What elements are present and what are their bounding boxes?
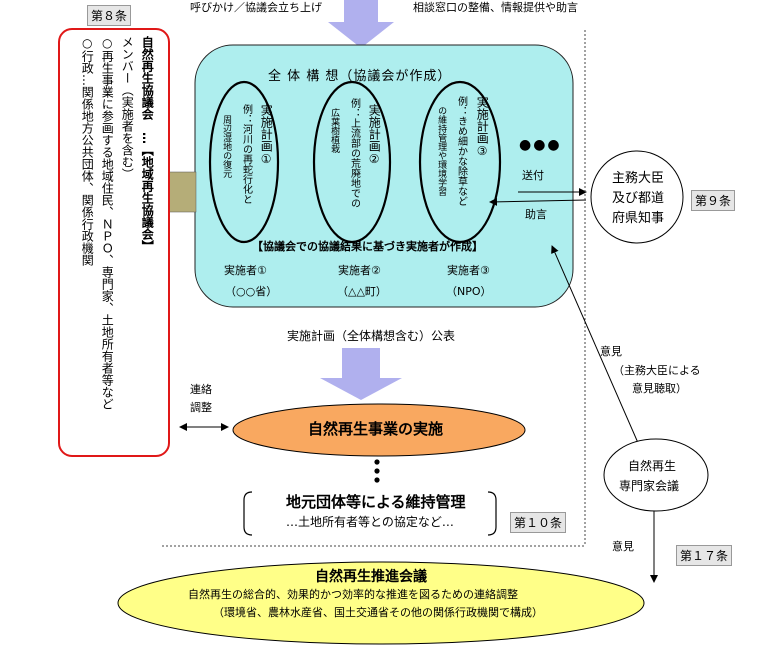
plan-2-example: 例：上流部の荒廃地での — [348, 98, 360, 208]
opinion-label: 意見 — [600, 345, 622, 358]
plan-1-title: 実施計画① — [259, 104, 274, 166]
maintenance-bracket-left — [243, 491, 253, 536]
plan-3-detail: の維持管理や環境学習 — [436, 106, 447, 196]
minister-line-1: 主務大臣 — [612, 171, 665, 186]
header-left-note: 呼びかけ／協議会立ち上げ — [190, 1, 322, 14]
maintenance-article: 第１０条 — [510, 512, 567, 533]
plan-2-detail: 広葉樹植栽 — [329, 108, 340, 153]
council-connector — [167, 171, 197, 213]
header-right-note: 相談窓口の整備、情報提供や助言 — [413, 1, 578, 14]
plan-3-example: 例：きめ細かな除草など — [455, 96, 467, 206]
minister-line-2: 及び都道 — [612, 191, 665, 206]
expert-line-1: 自然再生 — [628, 459, 677, 473]
opinion-sub-2: 意見聴取） — [632, 382, 687, 395]
plan-3-title: 実施計画③ — [475, 96, 490, 158]
council-box — [58, 28, 170, 457]
publish-arrow — [320, 348, 402, 400]
implementer-3-name: 実施者③ — [447, 264, 490, 277]
expert-line-2: 専門家会議 — [619, 479, 680, 493]
maintenance-bracket-right — [487, 491, 497, 536]
promotion-line-1: 自然再生の総合的、効果的かつ効率的な推進を図るための連絡調整 — [188, 588, 518, 601]
plan-ellipse-2 — [312, 80, 392, 244]
implementer-1-org: （○○省） — [225, 285, 278, 298]
opinion2-label: 意見 — [612, 540, 634, 553]
plan-ellipse-1 — [208, 80, 280, 244]
plan-2-title: 実施計画② — [367, 104, 382, 166]
plan-ellipse-3 — [418, 80, 502, 244]
maintenance-title: 地元団体等による維持管理 — [286, 493, 466, 511]
top-down-arrow — [328, 0, 394, 48]
plan-dots: ●●● — [519, 137, 562, 153]
advice-label: 助言 — [525, 208, 547, 221]
implementation-label: 自然再生事業の実施 — [308, 420, 444, 438]
plan-1-detail: 周辺湿地の復元 — [221, 115, 232, 178]
minister-circle — [590, 150, 684, 244]
implementation-ellipse — [232, 403, 526, 457]
implementer-3-org: （NPO） — [446, 285, 492, 298]
promotion-ellipse — [117, 561, 645, 645]
plan-panel-title: 全 体 構 想（協議会が作成） — [268, 69, 452, 84]
plan-footer: 【協議会での協議結果に基づき実施者が作成】 — [252, 240, 483, 253]
implementer-1-name: 実施者① — [224, 264, 267, 277]
liaison-line-1: 連絡 — [190, 383, 212, 396]
implementer-2-org: （△△町） — [337, 285, 387, 298]
plan-1-example: 例：河川の再蛇行化と — [240, 104, 252, 204]
publish-label: 実施計画（全体構想含む）公表 — [287, 329, 456, 343]
opinion-sub-1: （主務大臣による — [613, 364, 701, 377]
minister-article: 第９条 — [691, 190, 736, 211]
expert-circle — [603, 438, 709, 512]
council-line-participants: ○再生事業に参画する地域住民、ＮＰＯ、専門家、土地所有者等など — [100, 36, 115, 410]
implementer-2-name: 実施者② — [338, 264, 381, 277]
liaison-line-2: 調整 — [190, 401, 212, 414]
advice-arrow — [489, 197, 587, 206]
council-line-title: 自然再生協議会 …【地域再生協議会】 — [140, 36, 155, 252]
promotion-title: 自然再生推進会議 — [315, 569, 427, 585]
promotion-article: 第１７条 — [676, 545, 733, 566]
send-label: 送付 — [522, 169, 544, 182]
minister-line-3: 府県知事 — [612, 211, 665, 226]
promotion-line-2: （環境省、農林水産省、国土交通省その他の関係行政機関で構成） — [213, 606, 543, 619]
council-article: 第８条 — [87, 5, 132, 26]
opinion-arrow — [551, 245, 643, 453]
connecting-dots — [374, 459, 380, 483]
maintenance-sub: …土地所有者等との協定など… — [286, 515, 454, 529]
council-line-members: メンバー（実施者を含む） — [120, 36, 135, 180]
council-line-administration: ○行政…関係地方公共団体、関係行政機関 — [80, 36, 95, 266]
